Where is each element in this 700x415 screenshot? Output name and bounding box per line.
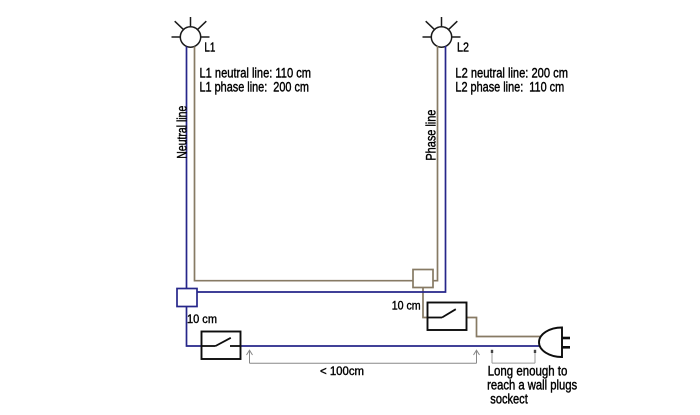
svg-text:10 cm: 10 cm [392,299,421,313]
svg-text:reach a wall plugs: reach a wall plugs [487,377,577,392]
svg-text:L2 phase line: 110 cm: L2 phase line: 110 cm [455,79,564,94]
svg-text:L1 neutral line: 110 cm: L1 neutral line: 110 cm [200,65,312,80]
svg-text:L1 phase line: 200 cm: L1 phase line: 200 cm [200,79,310,94]
svg-text:Long enough to: Long enough to [488,363,568,378]
svg-text:L2: L2 [457,40,469,55]
svg-text:Neutral line: Neutral line [174,106,189,159]
svg-text:L2 neutral line: 200 cm: L2 neutral line: 200 cm [455,65,568,80]
svg-text:10 cm: 10 cm [187,312,217,326]
svg-text:Phase line: Phase line [424,110,439,161]
svg-text:L1: L1 [204,40,215,55]
svg-text:sockect: sockect [490,391,528,406]
svg-text:< 100cm: < 100cm [320,364,364,378]
